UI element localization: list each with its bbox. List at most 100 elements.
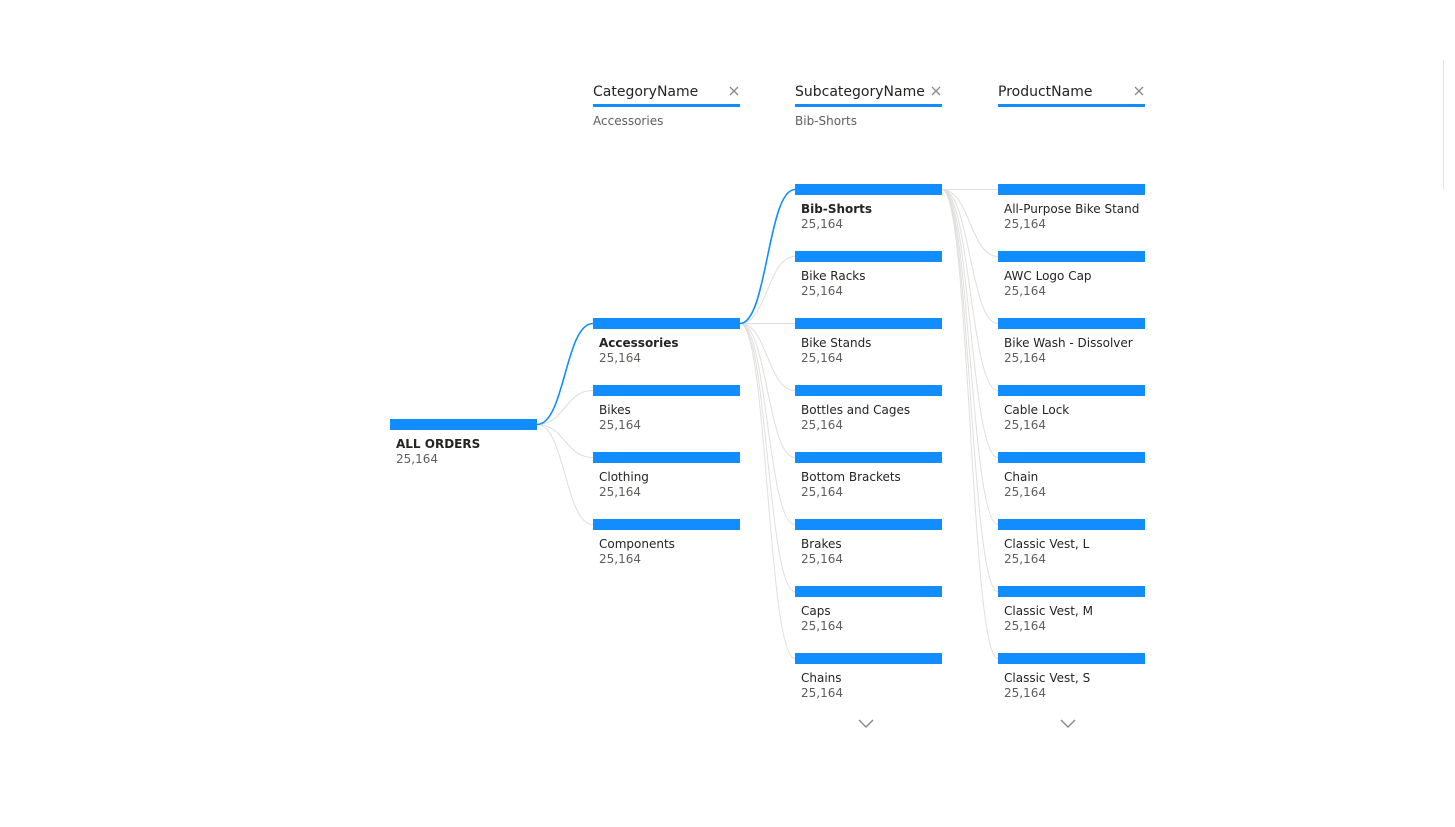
connector (941, 189, 999, 659)
connector (941, 189, 999, 525)
node-bar (795, 251, 942, 262)
node-bar (998, 318, 1145, 329)
node-label: Bike Stands (801, 336, 872, 350)
connector (739, 256, 796, 324)
node-bar (795, 519, 942, 530)
node-value: 25,164 (396, 452, 438, 466)
node-value: 25,164 (801, 686, 843, 700)
connector (739, 323, 796, 458)
node-value: 25,164 (1004, 619, 1046, 633)
node-value: 25,164 (599, 485, 641, 499)
node-label: Chains (801, 671, 842, 685)
node-bar (795, 318, 942, 329)
level-header-subcategory: SubcategoryName Bib-Shorts (795, 82, 942, 129)
level-underline (998, 104, 1145, 107)
connector (739, 323, 796, 659)
node-label: Components (599, 537, 675, 551)
node-label: Bikes (599, 403, 631, 417)
node-value: 25,164 (1004, 217, 1046, 231)
connector (739, 323, 796, 525)
node-bar (795, 184, 942, 195)
node-value: 25,164 (599, 418, 641, 432)
node-bar (998, 653, 1145, 664)
chevron-down-icon[interactable] (858, 719, 874, 729)
level-title: ProductName (998, 84, 1093, 100)
node-bar (795, 586, 942, 597)
node-value: 25,164 (1004, 284, 1046, 298)
connector (739, 323, 796, 592)
node-label: Chain (1004, 470, 1039, 484)
node-bar (998, 586, 1145, 597)
node-label: All-Purpose Bike Stand (1004, 202, 1140, 216)
node-label: Accessories (599, 336, 679, 350)
node-bar (593, 385, 740, 396)
chevron-down-icon[interactable] (1060, 719, 1076, 729)
connector (941, 189, 999, 257)
node-value: 25,164 (801, 351, 843, 365)
close-icon[interactable] (728, 85, 740, 97)
node-value: 25,164 (801, 552, 843, 566)
connector (739, 323, 796, 391)
connector (536, 424, 594, 525)
level-title: CategoryName (593, 84, 699, 100)
connector (941, 189, 999, 391)
level-filter-value: Accessories (593, 114, 664, 128)
close-icon[interactable] (930, 85, 942, 97)
node-value: 25,164 (1004, 552, 1046, 566)
node-value: 25,164 (599, 351, 641, 365)
node-value: 25,164 (801, 217, 843, 231)
node-value: 25,164 (801, 418, 843, 432)
connector (941, 189, 999, 324)
node-label: Cable Lock (1004, 403, 1070, 417)
connector (536, 424, 594, 458)
node-value: 25,164 (801, 485, 843, 499)
node-bar (998, 184, 1145, 195)
node-value: 25,164 (1004, 351, 1046, 365)
root-node[interactable]: ALL ORDERS 25,164 (390, 419, 537, 467)
node-bar (795, 385, 942, 396)
node-bar (593, 318, 740, 329)
node-value: 25,164 (801, 619, 843, 633)
connector (941, 189, 999, 592)
node-label: Bottom Brackets (801, 470, 901, 484)
active-connector (536, 322, 594, 426)
node-bar (795, 653, 942, 664)
node-bar (998, 452, 1145, 463)
node-value: 25,164 (1004, 485, 1046, 499)
node-value: 25,164 (599, 552, 641, 566)
node-label: Bike Wash - Dissolver (1004, 336, 1133, 350)
level-title: SubcategoryName (795, 84, 925, 100)
node-label: Bib-Shorts (801, 202, 873, 216)
node-label: AWC Logo Cap (1004, 269, 1092, 283)
close-icon[interactable] (1133, 85, 1145, 97)
node-label: ALL ORDERS (396, 437, 481, 451)
node-bar (998, 519, 1145, 530)
level-header-product: ProductName (998, 82, 1145, 113)
level-underline (593, 104, 740, 107)
node-bar (593, 452, 740, 463)
node-label: Clothing (599, 470, 649, 484)
node-label: Brakes (801, 537, 842, 551)
active-connector (739, 188, 796, 325)
node-bar (390, 419, 537, 430)
